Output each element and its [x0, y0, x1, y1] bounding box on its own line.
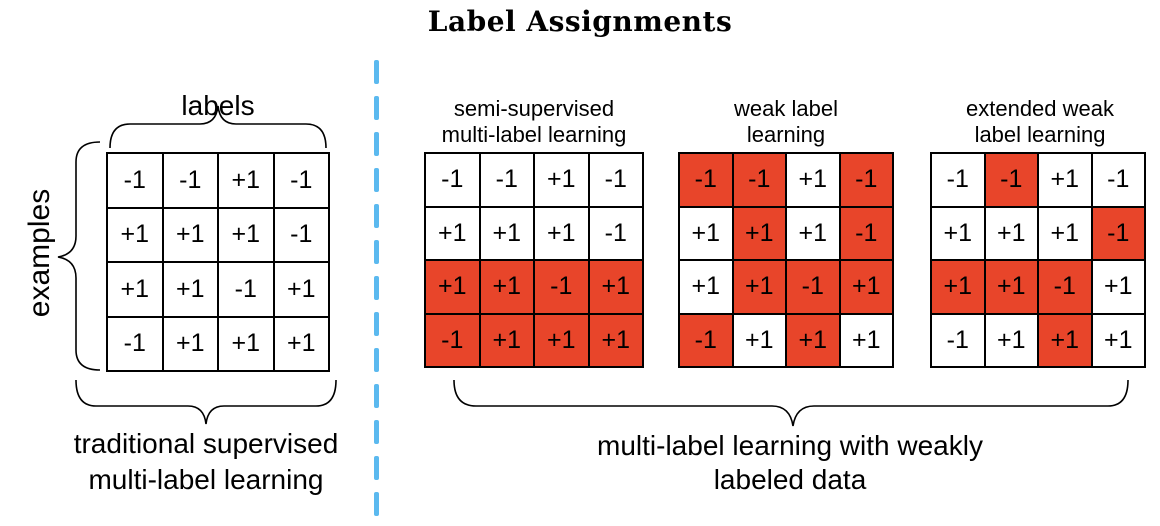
- matrix-cell: -1: [840, 154, 894, 208]
- traditional-caption-line2: multi-label learning: [88, 464, 324, 495]
- matrix-cell: -1: [108, 154, 164, 209]
- matrix-cell: -1: [680, 154, 734, 208]
- weak-label-caption-line2: learning: [746, 122, 826, 147]
- matrix-cell: -1: [274, 208, 330, 263]
- matrix-traditional: -1-1+1-1+1+1+1-1+1+1-1+1-1+1+1+1: [106, 152, 330, 372]
- divider-dash: [374, 60, 379, 84]
- matrix-cell: +1: [985, 314, 1039, 368]
- matrix-cell: +1: [219, 317, 275, 372]
- traditional-caption-line1: traditional supervised: [73, 428, 339, 459]
- matrix-cell: +1: [108, 208, 164, 263]
- matrix-cell: -1: [932, 314, 986, 368]
- divider-dash: [374, 168, 379, 192]
- labels-caption: labels: [181, 90, 255, 121]
- matrix-cell: +1: [787, 314, 841, 368]
- extended-weak-caption-line1: extended weak: [966, 96, 1114, 121]
- matrix-cell: +1: [163, 263, 219, 318]
- matrix-cell: +1: [985, 207, 1039, 261]
- matrix-cell: -1: [163, 154, 219, 209]
- matrix-cell: -1: [426, 314, 481, 368]
- matrix-cell: +1: [219, 208, 275, 263]
- divider-dash: [374, 384, 379, 408]
- matrix-cell: -1: [535, 261, 590, 315]
- divider-dash: [374, 456, 379, 480]
- matrix-cell: +1: [535, 314, 590, 368]
- extended-weak-caption-line2: label learning: [974, 122, 1106, 147]
- matrix-cell: +1: [1039, 314, 1093, 368]
- matrix-cell: +1: [680, 207, 734, 261]
- matrix-cell: -1: [840, 207, 894, 261]
- matrix-cell: +1: [680, 261, 734, 315]
- matrix-cell: -1: [480, 154, 535, 208]
- matrix-extended-weak: -1-1+1-1+1+1+1-1+1+1-1+1-1+1+1+1: [930, 152, 1146, 368]
- matrix-cell: +1: [426, 261, 481, 315]
- matrix-cell: +1: [480, 207, 535, 261]
- matrix-cell: +1: [733, 207, 787, 261]
- matrix-cell: +1: [163, 317, 219, 372]
- matrix-cell: -1: [589, 207, 644, 261]
- matrix-cell: +1: [108, 263, 164, 318]
- divider-dash: [374, 348, 379, 372]
- matrix-cell: -1: [985, 154, 1039, 208]
- matrix-cell: +1: [274, 317, 330, 372]
- matrix-cell: +1: [985, 261, 1039, 315]
- matrix-cell: +1: [1092, 314, 1146, 368]
- divider-dash: [374, 204, 379, 228]
- matrix-semi-supervised: -1-1+1-1+1+1+1-1+1+1-1+1-1+1+1+1: [424, 152, 644, 368]
- matrix-weak-label: -1-1+1-1+1+1+1-1+1+1-1+1-1+1+1+1: [678, 152, 894, 368]
- weak-label-caption-line1: weak label: [734, 96, 838, 121]
- divider-dash: [374, 240, 379, 264]
- matrix-cell: +1: [480, 314, 535, 368]
- matrix-cell: +1: [589, 314, 644, 368]
- matrix-cell: -1: [426, 154, 481, 208]
- diagram-title: Label Assignments: [427, 5, 733, 38]
- matrix-cell: -1: [108, 317, 164, 372]
- divider-dash: [374, 492, 379, 516]
- matrix-cell: -1: [787, 261, 841, 315]
- divider-dash: [374, 420, 379, 444]
- divider-dash: [374, 276, 379, 300]
- matrix-cell: +1: [1039, 154, 1093, 208]
- matrix-cell: +1: [1092, 261, 1146, 315]
- matrix-cell: -1: [589, 154, 644, 208]
- divider-dash: [374, 312, 379, 336]
- matrix-cell: +1: [840, 261, 894, 315]
- matrix-cell: +1: [274, 263, 330, 318]
- matrix-cell: -1: [932, 154, 986, 208]
- matrix-cell: -1: [733, 154, 787, 208]
- matrix-cell: +1: [787, 207, 841, 261]
- matrix-cell: -1: [680, 314, 734, 368]
- matrix-cell: +1: [163, 208, 219, 263]
- semi-supervised-caption-line1: semi-supervised: [453, 96, 615, 121]
- matrix-cell: +1: [733, 314, 787, 368]
- matrix-cell: +1: [535, 207, 590, 261]
- matrix-cell: -1: [1092, 207, 1146, 261]
- matrix-cell: +1: [480, 261, 535, 315]
- semi-supervised-caption-line2: multi-label learning: [441, 122, 627, 147]
- matrix-cell: -1: [219, 263, 275, 318]
- divider-dash: [374, 132, 379, 156]
- matrix-cell: +1: [426, 207, 481, 261]
- matrix-cell: +1: [589, 261, 644, 315]
- matrix-cell: -1: [1039, 261, 1093, 315]
- matrix-cell: +1: [932, 261, 986, 315]
- matrix-cell: +1: [219, 154, 275, 209]
- matrix-cell: +1: [535, 154, 590, 208]
- matrix-cell: +1: [733, 261, 787, 315]
- matrix-cell: +1: [787, 154, 841, 208]
- matrix-cell: -1: [274, 154, 330, 209]
- divider-dash: [374, 96, 379, 120]
- weakly-labeled-caption-line1: multi-label learning with weakly: [597, 430, 983, 461]
- matrix-cell: -1: [1092, 154, 1146, 208]
- matrix-cell: +1: [932, 207, 986, 261]
- matrix-cell: +1: [1039, 207, 1093, 261]
- matrix-cell: +1: [840, 314, 894, 368]
- dashed-divider: [374, 60, 380, 516]
- weakly-labeled-caption-line2: labeled data: [713, 464, 867, 495]
